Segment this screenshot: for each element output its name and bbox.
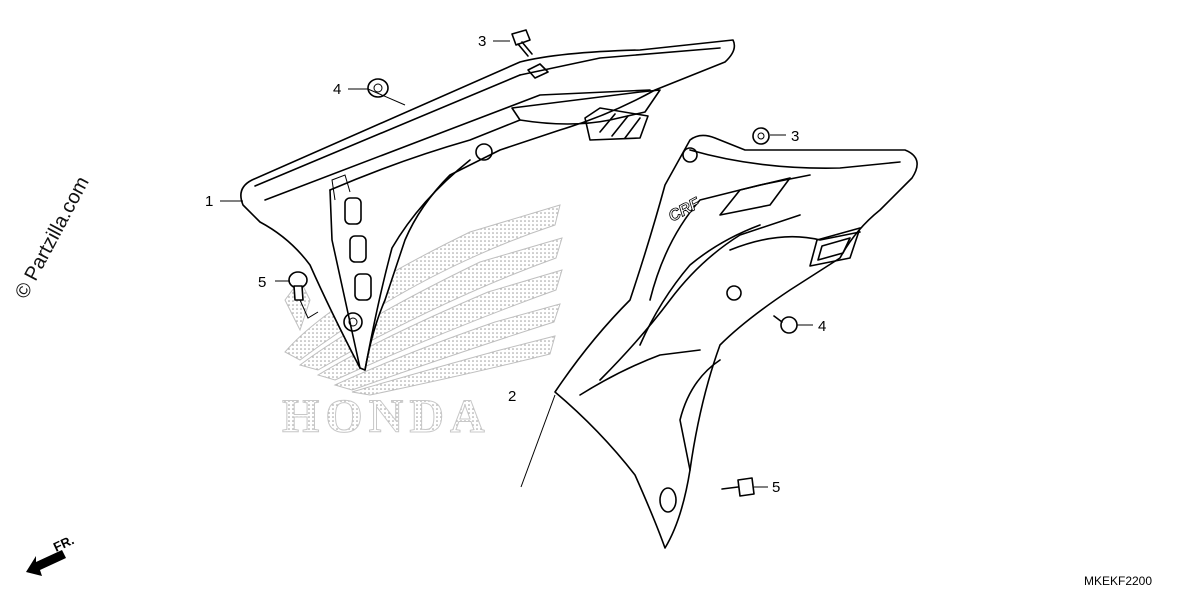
honda-watermark-text: HONDA [282,390,491,443]
front-direction-arrow: FR. [26,532,76,576]
copyright-watermark: © Partzilla.com [11,173,94,302]
collar-4-left [367,78,389,98]
callout-3-upper: 3 [478,33,486,50]
leader-lines [220,40,813,488]
left-radiator-shroud [240,39,736,371]
right-radiator-shroud: CRF [554,134,918,549]
callout-4-left: 4 [333,81,341,98]
bolt-5-right [721,477,755,497]
bolt-5-left [288,271,308,301]
front-direction-label: FR. [51,532,76,554]
callout-1: 1 [205,193,213,210]
callout-5-right: 5 [772,479,780,496]
bolt-3-upper [511,29,533,57]
bolt-4-right [773,315,798,334]
callout-4-right: 4 [818,318,826,335]
diagram-code: MKEKF2200 [1084,574,1152,588]
callout-5-left: 5 [258,274,266,291]
collar-3-right [752,127,770,145]
callout-3-right: 3 [791,128,799,145]
callout-2: 2 [508,388,516,405]
